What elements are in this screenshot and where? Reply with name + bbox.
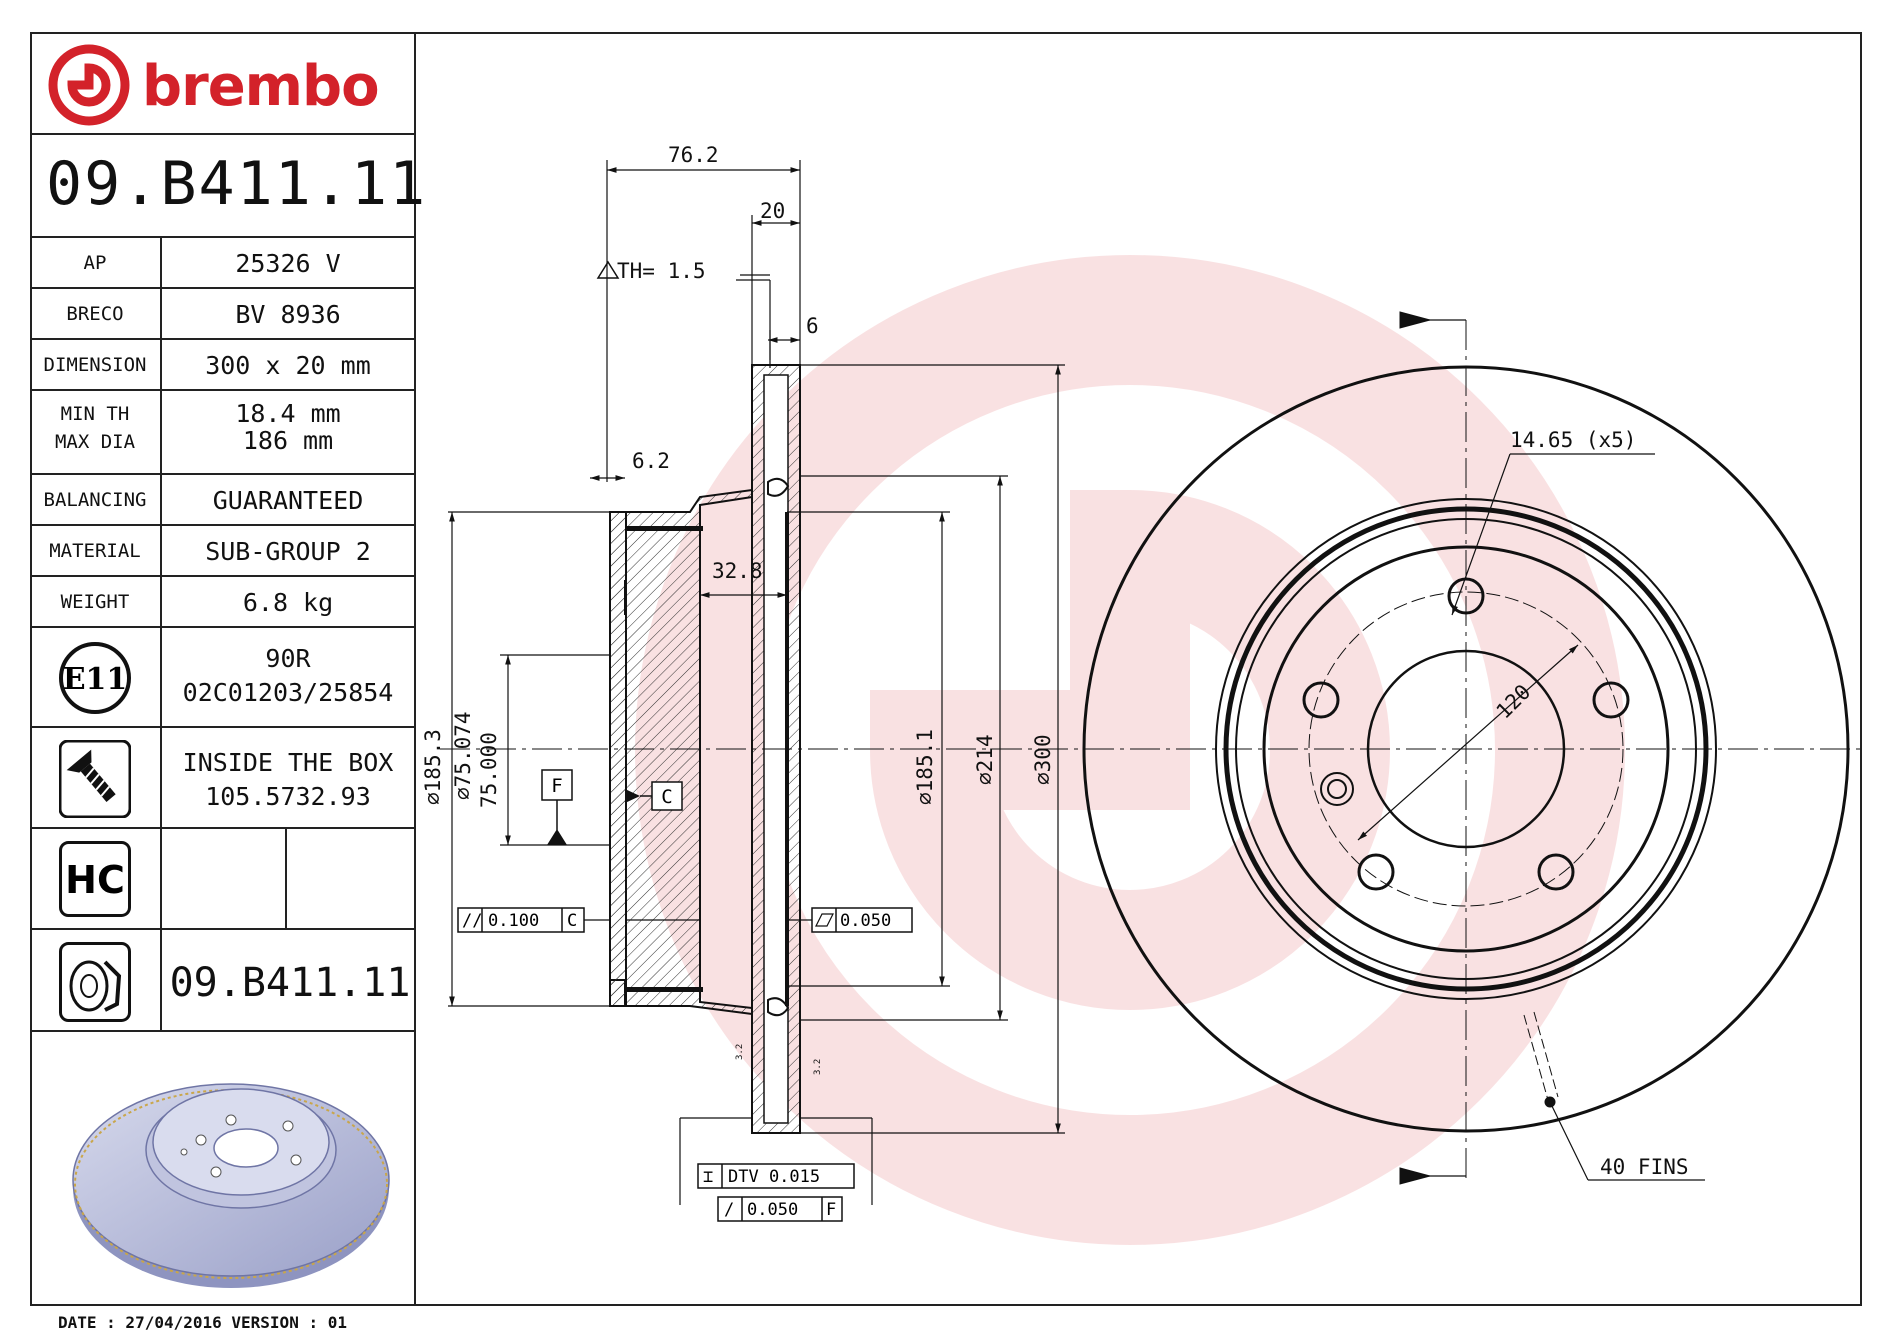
spec-label: WEIGHT — [60, 591, 130, 613]
spec-row-breco: BRECO BV 8936 — [30, 289, 414, 340]
dim-flange-step: 6.2 — [632, 449, 670, 473]
spec-value: 18.4 mm — [235, 399, 341, 428]
datum-c: C — [625, 781, 683, 811]
brembo-logo-icon — [48, 44, 130, 126]
logo-row: brembo — [30, 32, 414, 135]
part-number-row: 09.B411.11 — [30, 135, 425, 238]
spec-value: GUARANTEED — [212, 486, 364, 515]
svg-text:0.050: 0.050 — [840, 911, 891, 931]
hc-row: HC — [30, 829, 414, 930]
dimension-lines — [448, 160, 1065, 1205]
spec-value: 6.8 kg — [242, 588, 334, 617]
info-panel: brembo 09.B411.11 AP 25326 V BRECO BV 89… — [30, 32, 425, 1306]
svg-text:3.2: 3.2 — [735, 1044, 745, 1060]
approval-line2: 02C01203/25854 — [182, 678, 394, 707]
approval-line1: 90R — [265, 644, 311, 673]
dim-dia-185-1: 185.1 — [913, 729, 937, 792]
svg-text:F: F — [826, 1200, 836, 1220]
spec-row-ap: AP 25326 V — [30, 238, 414, 289]
svg-text:0.050: 0.050 — [747, 1200, 798, 1220]
svg-text:3.2: 3.2 — [813, 1059, 823, 1075]
spec-value: BV 8936 — [235, 300, 341, 329]
dim-dia-300: 300 — [1031, 734, 1055, 772]
drawing-ref-row: 09.B411.11 — [30, 930, 414, 1032]
dim-inner-depth: 32.8 — [712, 559, 763, 583]
box-line1: INSIDE THE BOX — [182, 748, 394, 777]
roughness-marks: 3.2 3.2 — [735, 1044, 823, 1075]
disc-section-icon — [59, 942, 131, 1022]
tolerance-flatness: 0.050 — [811, 907, 913, 933]
dim-thickness: 20 — [760, 199, 785, 223]
tolerance-parallel: // 0.100 C — [457, 907, 610, 933]
svg-text:⌀185.3: ⌀185.3 — [421, 729, 445, 805]
spec-row-balancing: BALANCING GUARANTEED — [30, 475, 414, 526]
dim-overall-height: 76.2 — [668, 143, 719, 167]
spec-value: SUB-GROUP 2 — [205, 537, 371, 566]
svg-text://: // — [462, 911, 482, 931]
svg-text:⌀185.1: ⌀185.1 — [913, 729, 937, 805]
dim-dia-185-3: 185.3 — [421, 729, 445, 792]
brand-name: brembo — [142, 54, 380, 119]
svg-text:F: F — [551, 775, 562, 797]
screw-icon — [59, 740, 131, 818]
svg-text:HC: HC — [65, 858, 125, 902]
dim-bore-min: 75.000 — [477, 732, 501, 808]
svg-text:0.100: 0.100 — [488, 911, 539, 931]
hc-badge-icon: HC — [59, 841, 131, 917]
part-number: 09.B411.11 — [46, 149, 428, 219]
svg-text:75.000: 75.000 — [477, 732, 501, 808]
svg-text:E11: E11 — [63, 662, 128, 697]
approval-row: E11 90R 02C01203/25854 — [30, 628, 414, 728]
dim-dia-214: 214 — [973, 734, 997, 772]
box-line2: 105.5732.93 — [205, 782, 371, 811]
dim-hat-wall: 6 — [806, 314, 819, 338]
spec-row-weight: WEIGHT 6.8 kg — [30, 577, 414, 628]
spec-label: MIN TH — [60, 403, 130, 425]
box-row: INSIDE THE BOX 105.5732.93 — [30, 728, 414, 829]
spec-label: MATERIAL — [49, 540, 141, 562]
spec-value: 300 x 20 mm — [205, 351, 371, 380]
tolerance-runout: / 0.050 F — [717, 1196, 843, 1222]
spec-row-min-max: MIN TH 18.4 mm MAX DIA 186 mm — [30, 391, 414, 475]
svg-text:⌶: ⌶ — [703, 1167, 713, 1187]
dim-holes: 14.65 (x5) — [1510, 428, 1636, 452]
svg-text:⌀214: ⌀214 — [973, 734, 997, 785]
dim-fins: 40 FINS — [1600, 1155, 1689, 1179]
spec-value: 186 mm — [242, 426, 334, 455]
svg-text:DTV 0.015: DTV 0.015 — [728, 1167, 820, 1187]
drawing-ref-code: 09.B411.11 — [169, 960, 411, 1006]
datum-f: F — [541, 769, 573, 845]
svg-text:C: C — [567, 911, 577, 931]
watermark-logo — [635, 255, 1625, 1245]
dim-bore-max: 75.074 — [451, 711, 475, 787]
spec-label: AP — [83, 252, 107, 274]
front-view — [1082, 311, 1850, 1185]
svg-text:⌀75.074: ⌀75.074 — [451, 711, 475, 800]
spec-label: DIMENSION — [43, 354, 147, 376]
drawing-frame — [30, 32, 1862, 1306]
svg-text:/: / — [724, 1200, 734, 1220]
spec-label: BRECO — [66, 303, 124, 325]
footer-date: DATE : 27/04/2016 VERSION : 01 — [58, 1313, 347, 1332]
svg-text:C: C — [661, 786, 672, 808]
svg-text:⌀300: ⌀300 — [1031, 734, 1055, 785]
spec-row-dimension: DIMENSION 300 x 20 mm — [30, 340, 414, 391]
e11-badge-icon: E11 — [59, 642, 131, 714]
disc-3d-render — [72, 1083, 390, 1288]
dim-th: TH= 1.5 — [617, 259, 706, 283]
spec-value: 25326 V — [235, 249, 341, 278]
spec-label: BALANCING — [43, 489, 147, 511]
spec-label: MAX DIA — [54, 431, 136, 453]
spec-row-material: MATERIAL SUB-GROUP 2 — [30, 526, 414, 577]
tolerance-dtv: ⌶ DTV 0.015 — [697, 1163, 855, 1189]
